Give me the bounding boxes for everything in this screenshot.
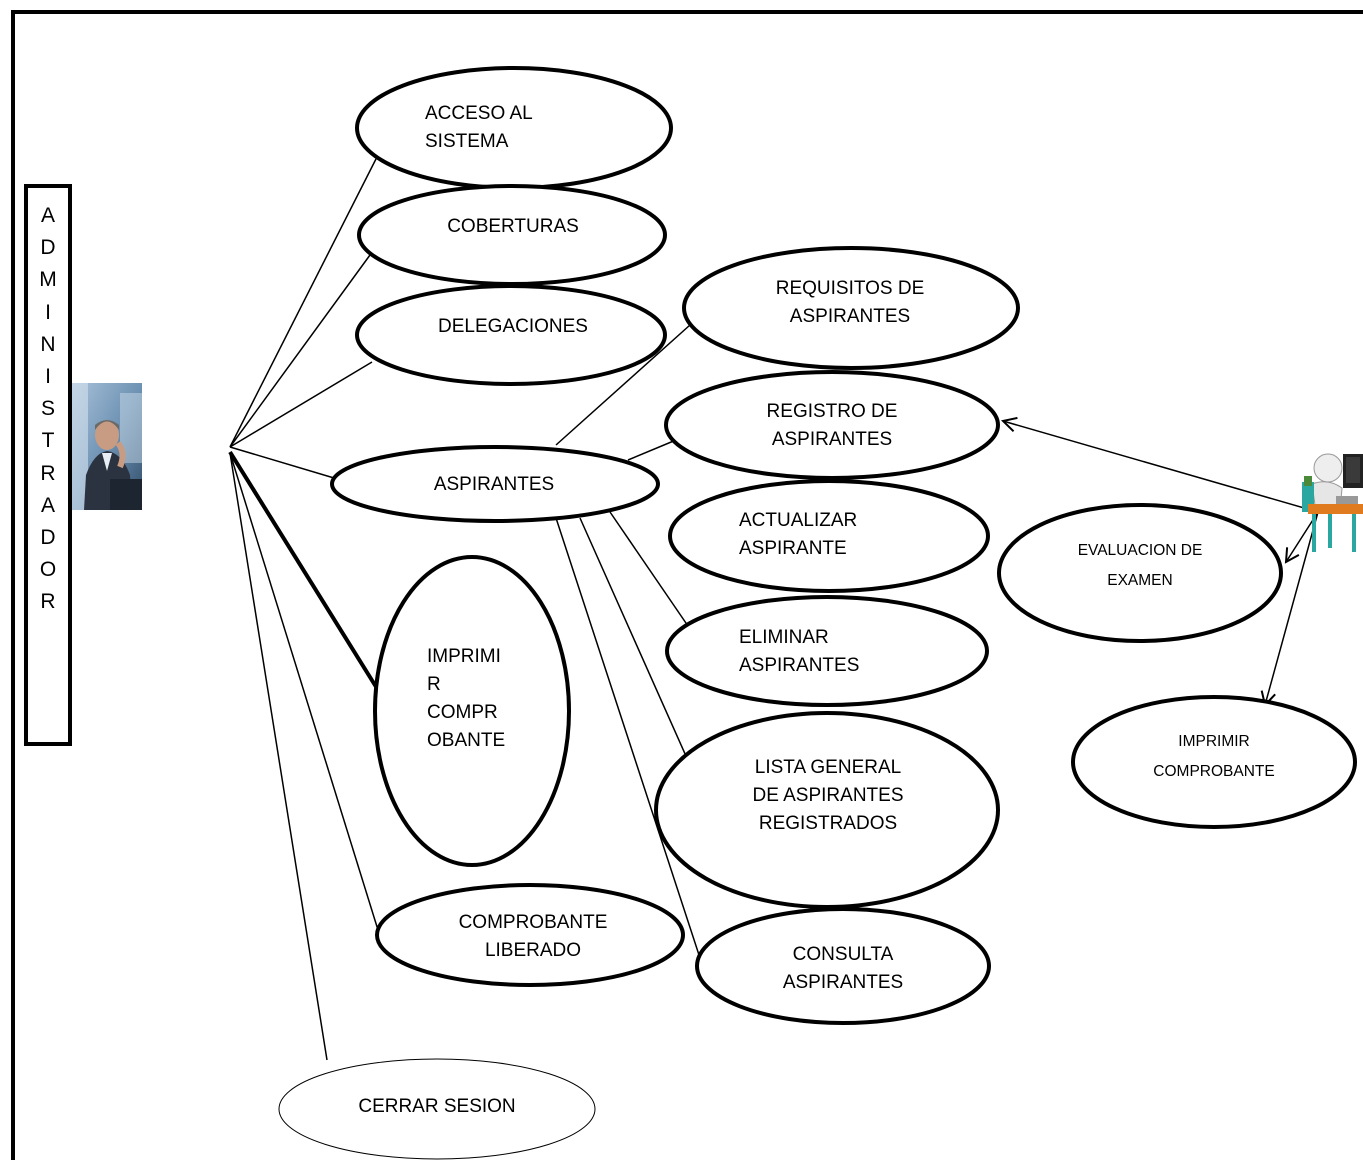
uc-actualizar-shape	[668, 479, 990, 593]
admin-photo	[72, 383, 142, 510]
uc-imprimir-comprobante-admin: IMPRIMI R COMPR OBANTE	[427, 646, 506, 751]
uc-coberturas-shape	[357, 184, 667, 286]
uc-imprimir-comprobante-user: IMPRIMIR COMPROBANTE	[1153, 733, 1275, 780]
uc-evaluacion-shape	[997, 503, 1283, 643]
uc-consulta-aspirantes: CONSULTA ASPIRANTES	[782, 944, 904, 993]
assoc-delegaciones	[229, 361, 373, 448]
uc-delegaciones: DELEGACIONES	[438, 316, 588, 337]
assoc-coberturas	[229, 254, 371, 448]
admin-letter: I	[45, 300, 51, 324]
uc-actualizar-aspirante: ACTUALIZAR ASPIRANTE	[739, 510, 858, 559]
uc-delegaciones-shape	[355, 284, 667, 386]
uc-acceso-al-sistema: ACCESO AL SISTEMA	[425, 103, 533, 152]
admin-letter: A	[40, 204, 55, 227]
assoc-acceso	[229, 154, 379, 448]
admin-letter: R	[40, 461, 56, 485]
uc-evaluacion-de-examen: EVALUACION DE EXAMEN	[1077, 542, 1203, 589]
uc-requisitos-shape	[682, 246, 1020, 370]
arrow-to-registro	[1003, 421, 1319, 513]
uc-cerrar-sesion-shape	[278, 1058, 596, 1160]
arrow-to-imprimir-user	[1265, 511, 1319, 705]
uc-lista-general: LISTA GENERAL DE ASPIRANTES REGISTRADOS	[752, 757, 904, 834]
admin-letter: D	[40, 236, 56, 260]
uc-coberturas: COBERTURAS	[447, 216, 579, 237]
uc-aspirantes-shape	[330, 445, 660, 523]
admin-letter: A	[40, 493, 55, 517]
uc-registro-de-aspirantes: REGISTRO DE ASPIRANTES	[766, 401, 898, 450]
link-lista-general	[579, 517, 691, 766]
assoc-cerrar-sesion	[229, 452, 328, 1061]
admin-letter: D	[40, 526, 56, 550]
admin-letter: R	[40, 590, 56, 614]
uc-consulta-shape	[695, 907, 991, 1025]
uc-cerrar-sesion: CERRAR SESION	[358, 1096, 516, 1117]
uc-eliminar-shape	[665, 595, 989, 707]
user-actor-figure	[1302, 453, 1363, 552]
uc-requisitos-de-aspirantes: REQUISITOS DE ASPIRANTES	[775, 278, 925, 327]
admin-letter: M	[39, 268, 57, 292]
link-eliminar	[609, 511, 689, 627]
uc-lista-general-shape	[654, 711, 1000, 909]
uc-imprimir-comprobante-admin-shape	[373, 555, 571, 867]
assoc-imprimir-comprobante-admin	[228, 450, 380, 692]
link-requisitos	[555, 324, 691, 446]
uc-registro-shape	[664, 370, 1000, 480]
admin-letter: I	[45, 365, 51, 389]
assoc-aspirantes	[229, 446, 335, 479]
link-registro	[627, 439, 677, 461]
admin-letter: T	[41, 429, 55, 453]
assoc-comprobante-liberado	[229, 452, 379, 931]
uc-comprobante-liberado: COMPROBANTE LIBERADO	[458, 912, 608, 961]
link-consulta	[555, 517, 701, 959]
uc-imprimir-comprobante-user-shape	[1071, 695, 1357, 829]
admin-letter: S	[40, 397, 55, 421]
admin-letter: O	[39, 558, 57, 582]
uc-aspirantes: ASPIRANTES	[433, 474, 555, 495]
admin-letter: N	[40, 332, 56, 356]
diagram-frame	[11, 10, 1363, 1160]
uc-eliminar-aspirantes: ELIMINAR ASPIRANTES	[739, 627, 860, 676]
uc-comprobante-liberado-shape	[375, 883, 685, 987]
